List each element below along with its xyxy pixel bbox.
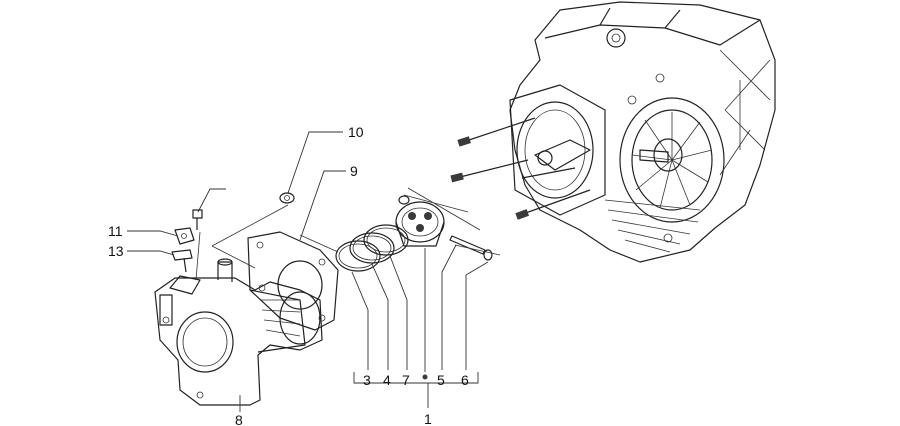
nut-part-10 <box>279 192 295 204</box>
cylinder-gasket <box>247 231 339 331</box>
callout-3: 3 <box>363 372 371 388</box>
callout-12: 13 <box>108 243 124 259</box>
piston-pin-and-clips <box>398 187 493 261</box>
callout-9: 9 <box>350 163 358 179</box>
callout-11: 11 <box>108 223 123 239</box>
screw-part-13 <box>192 209 203 230</box>
bracket-part-11 <box>174 227 195 245</box>
assembly-guide-lines <box>195 204 501 281</box>
cylinder <box>154 258 323 406</box>
callout-10: 10 <box>348 124 364 140</box>
engine-crankcase <box>450 1 776 263</box>
callout-leaders <box>127 131 489 412</box>
callout-labels: 10 9 11 13 8 3 4 7 5 6 1 <box>108 124 469 426</box>
piston <box>395 201 445 247</box>
callout-7: 7 <box>402 372 410 388</box>
clip-part-12 <box>171 249 193 273</box>
callout-4: 4 <box>383 372 391 388</box>
callout-8: 8 <box>235 412 243 426</box>
assembly-dot <box>422 374 428 380</box>
callout-6: 6 <box>461 372 469 388</box>
callout-5: 5 <box>437 372 445 388</box>
callout-1: 1 <box>424 411 432 426</box>
piston-rings <box>335 224 409 272</box>
